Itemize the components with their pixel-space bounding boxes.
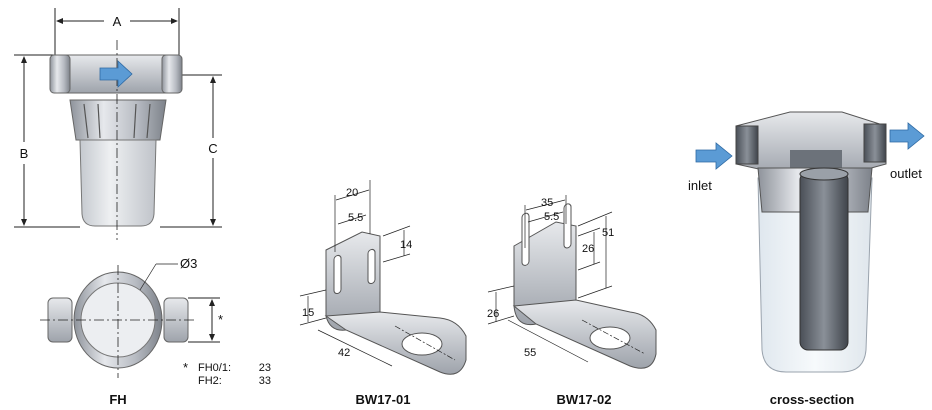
caption-bw17-02: BW17-02 xyxy=(557,392,612,407)
dim-star-label: * xyxy=(218,312,223,327)
bw2-dim-55 xyxy=(507,319,589,363)
bw1-dim-ext-4 xyxy=(382,253,411,263)
bw2-dim-35-label: 35 xyxy=(541,197,553,209)
bw1-slot-left xyxy=(333,254,342,295)
bw1-dim-5-5 xyxy=(337,214,367,225)
dim-c-label: C xyxy=(208,141,217,156)
bw2-dim-35 xyxy=(525,199,566,211)
fh-side-view: A B C xyxy=(14,8,222,240)
bw1-dim-ext-3 xyxy=(382,225,411,237)
xs-port-inlet xyxy=(735,125,759,165)
dim-b-arrow-top xyxy=(21,56,27,63)
bw1-hole xyxy=(401,332,443,356)
bw17-02-bracket: 35 5.5 51 26 26 55 xyxy=(487,195,657,369)
outlet-arrow-icon xyxy=(889,122,925,150)
xs-port-outlet xyxy=(863,123,887,163)
dim-a-arrow-left xyxy=(56,18,63,24)
dia-leader xyxy=(139,263,157,291)
bw2-dim-26b-label: 26 xyxy=(487,308,499,320)
caption-fh: FH xyxy=(109,392,126,407)
note-marker: * xyxy=(183,360,188,375)
bw2-dim-ext-5 xyxy=(577,227,601,237)
fh-top-view: Ø3 * xyxy=(40,256,223,378)
bw2-slot-left xyxy=(521,212,530,266)
dim-star-arrow-top xyxy=(209,299,215,306)
bw17-01-bracket: 20 5.5 14 15 42 xyxy=(299,180,467,375)
bw1-dim-14-label: 14 xyxy=(400,239,412,251)
dim-star-arrow-bottom xyxy=(209,334,215,341)
bw2-dim-ext-4 xyxy=(577,285,613,299)
bw2-slot-right xyxy=(563,203,572,249)
bw1-dim-20-label: 20 xyxy=(346,187,358,199)
bw1-dim-15-label: 15 xyxy=(302,307,314,319)
dim-a-label: A xyxy=(113,14,122,29)
bw2-dim-26a-label: 26 xyxy=(582,243,594,255)
fh-note: * FH0/1: 23 FH2: 33 xyxy=(183,360,271,387)
bw1-dim-5-5-label: 5.5 xyxy=(348,212,363,224)
inlet-label: inlet xyxy=(688,178,712,193)
bw2-hole xyxy=(589,326,631,350)
bw2-dim-5-5 xyxy=(527,211,564,223)
bw2-dim-5-5-label: 5.5 xyxy=(544,211,559,223)
bw2-dim-ext-3 xyxy=(577,211,613,227)
note-row1-value: 23 xyxy=(259,362,271,374)
xs-head xyxy=(735,111,887,177)
xs-head-cavity xyxy=(790,150,842,170)
xs-cartridge xyxy=(799,171,849,351)
caption-cross-section: cross-section xyxy=(770,392,855,407)
note-row2-label: FH2: xyxy=(198,375,222,387)
fh-bowl xyxy=(79,139,157,227)
bw1-dim-42-label: 42 xyxy=(338,347,350,359)
bw1-dim-ext-5 xyxy=(299,289,327,297)
dim-c-arrow-top xyxy=(210,76,216,83)
dim-diameter-label: Ø3 xyxy=(180,256,197,271)
caption-bw17-01: BW17-01 xyxy=(356,392,411,407)
outlet-label: outlet xyxy=(890,166,922,181)
bw1-horizontal-plate xyxy=(324,311,467,375)
xs-cartridge-top xyxy=(799,167,849,181)
bw1-dim-42 xyxy=(317,329,393,367)
bw2-dim-ext-7 xyxy=(487,285,515,293)
bw2-dim-51-label: 51 xyxy=(602,227,614,239)
bw2-dim-55-label: 55 xyxy=(524,347,536,359)
bw2-dim-ext-8 xyxy=(487,315,515,325)
bw2-dim-ext-6 xyxy=(577,261,601,271)
note-row2-value: 33 xyxy=(259,375,271,387)
bw2-horizontal-plate xyxy=(512,299,657,369)
dim-a-arrow-right xyxy=(171,18,178,24)
fh-port-right xyxy=(161,54,183,94)
fh-ring-nut xyxy=(69,99,167,141)
fh-port-left xyxy=(49,54,71,94)
bw1-dim-ext-6 xyxy=(299,317,327,326)
bw1-hole-axis xyxy=(394,325,456,361)
dim-c-arrow-bottom xyxy=(210,219,216,226)
dim-b-label: B xyxy=(20,146,29,161)
flow-arrow-icon xyxy=(99,60,133,88)
note-row1-label: FH0/1: xyxy=(198,362,231,374)
inlet-arrow-icon xyxy=(695,142,733,170)
dim-b-arrow-bottom xyxy=(21,219,27,226)
bw1-dim-20 xyxy=(335,189,370,201)
cross-section-view: inlet outlet xyxy=(688,111,925,373)
bw1-slot-right xyxy=(367,248,376,285)
